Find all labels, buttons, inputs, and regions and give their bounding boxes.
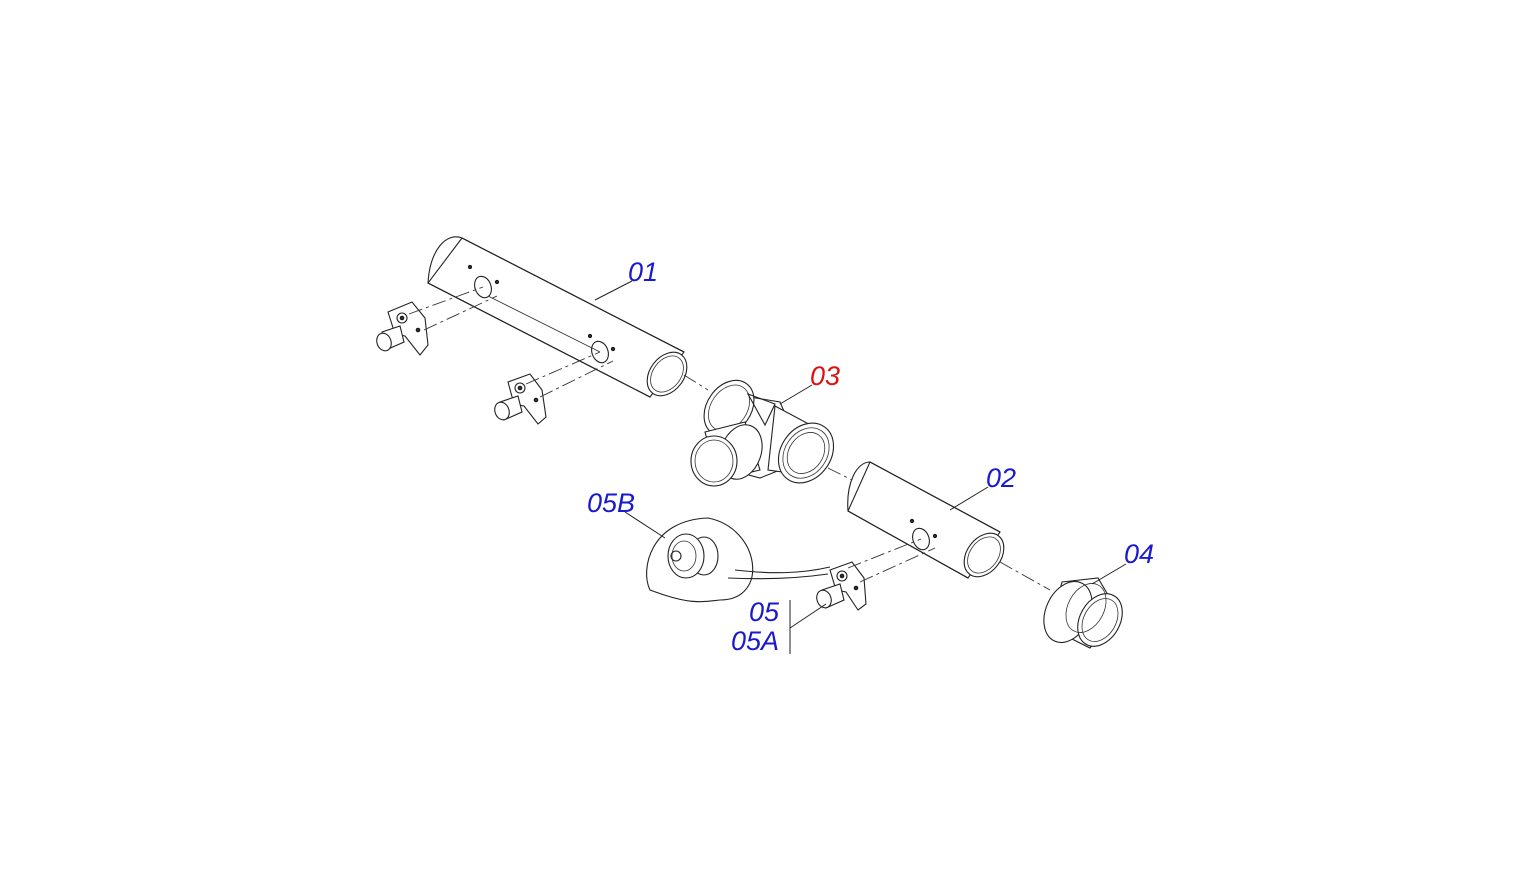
- callout-04: 04: [1124, 539, 1154, 569]
- assembly-axis-lines: [408, 286, 1051, 591]
- part-05-bracket-left-2: [494, 373, 547, 425]
- callout-01: 01: [628, 257, 658, 287]
- callout-05: 05: [749, 597, 780, 627]
- part-01-tube: [427, 236, 688, 398]
- leader-lines: [594, 280, 1127, 654]
- part-05-bracket-left-1: [376, 301, 429, 356]
- part-02-tube: [847, 461, 1005, 579]
- part-05-bracket-lower: [816, 561, 867, 611]
- callout-02: 02: [986, 463, 1016, 493]
- part-03-tee: [690, 379, 835, 487]
- detail-bubble-05b: [646, 517, 831, 603]
- callout-05b: 05B: [587, 488, 635, 518]
- callout-05a: 05A: [731, 626, 779, 656]
- callout-03: 03: [810, 361, 840, 391]
- part-04-end-cap: [1043, 577, 1123, 649]
